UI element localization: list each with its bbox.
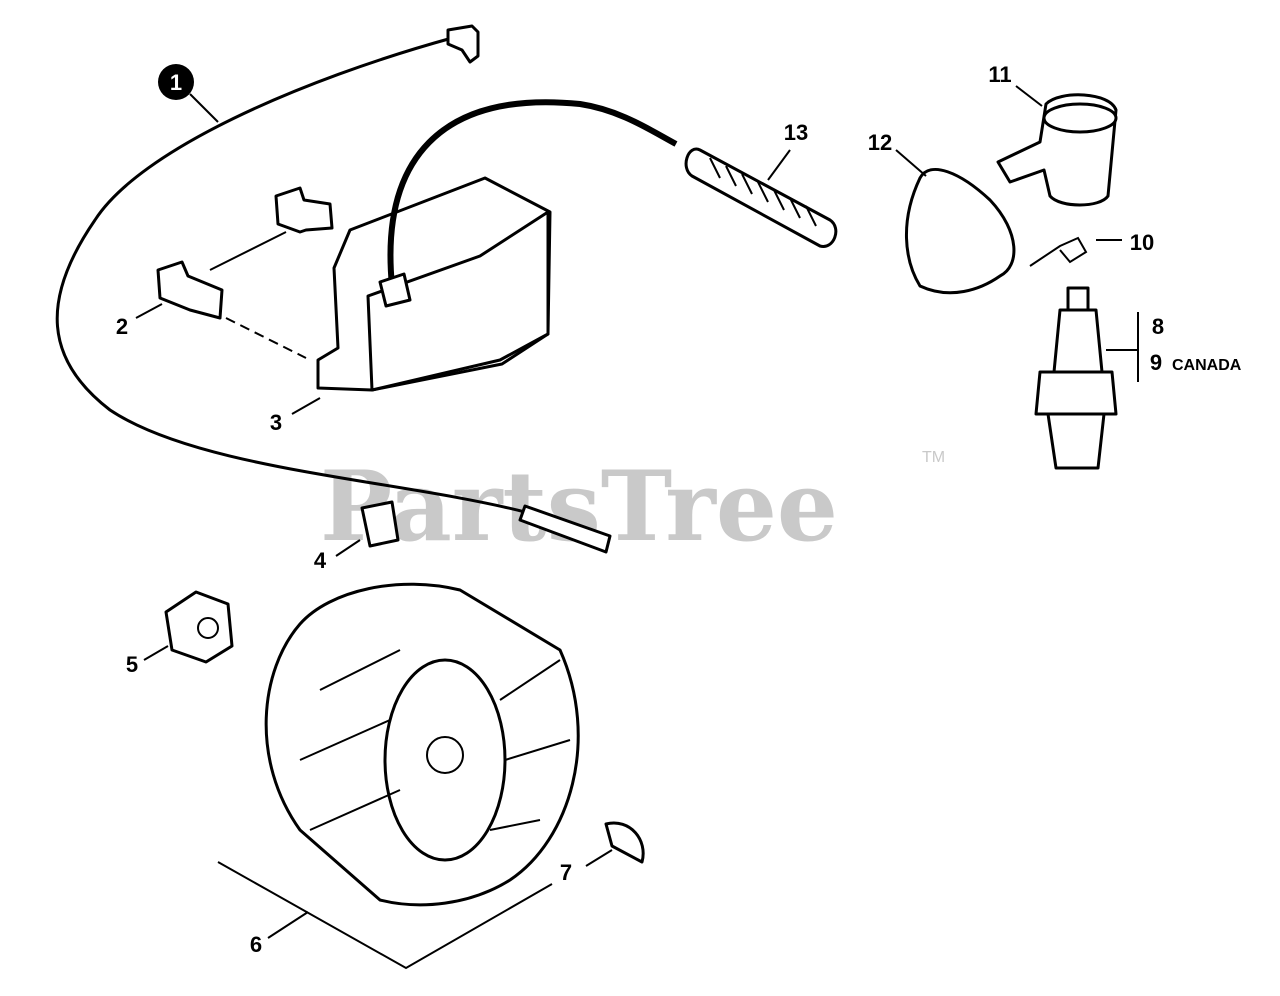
flywheel-part [217,582,580,970]
spark-plug-part [1034,286,1139,470]
callout-12[interactable]: 12 [868,130,892,155]
callout-10[interactable]: 10 [1130,230,1154,255]
screw-part [156,186,334,359]
callout-1[interactable]: 1 [158,64,194,100]
callout-13[interactable]: 13 [784,120,808,145]
callout-9[interactable]: 9 [1150,350,1162,375]
stop-wire-part [55,24,612,554]
leader-lines [135,85,1138,939]
callout-3[interactable]: 3 [270,410,282,435]
callout-5[interactable]: 5 [126,652,138,677]
callout-2[interactable]: 2 [116,314,128,339]
nut-part [164,590,234,664]
callout-7[interactable]: 7 [560,860,572,885]
canada-note: CANADA [1172,357,1242,374]
cover-part [904,168,1016,295]
clamp-part [360,500,400,548]
protector-spring-part [684,147,838,248]
trademark-mark: TM [922,449,945,466]
callout-11[interactable]: 11 [988,62,1011,87]
plug-boot-part [996,93,1118,207]
watermark: PartsTree [320,450,838,563]
callout-4[interactable]: 4 [314,548,327,573]
callout-6[interactable]: 6 [250,932,262,957]
callout-1-label: 1 [170,70,182,95]
ignition-coil-part [316,99,678,392]
callout-8[interactable]: 8 [1152,314,1164,339]
key-part [604,821,645,864]
spring-part [1029,236,1088,267]
